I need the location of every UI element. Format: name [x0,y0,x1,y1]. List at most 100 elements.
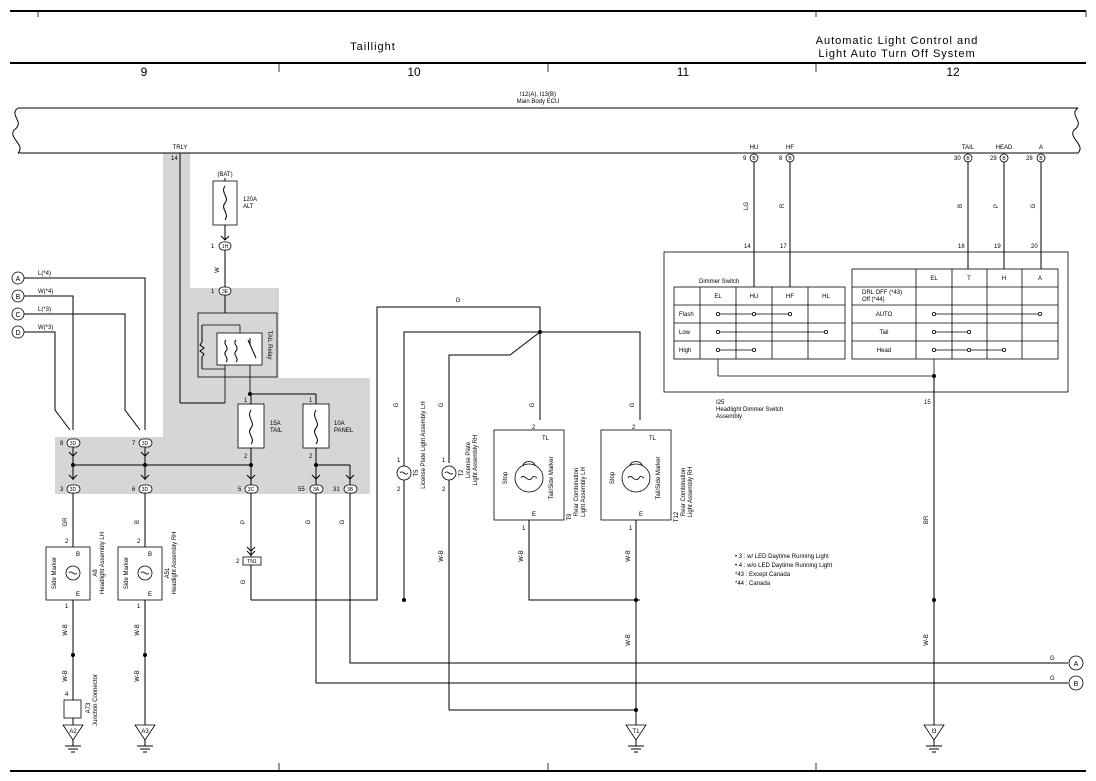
conn-3d-8: 3D [70,441,77,447]
a51-id: A51 [165,567,171,578]
note-2: • 4 : w/o LED Daytime Running Light [735,563,832,569]
dimmer-name-1: Headlight Dimmer Switch [716,407,783,413]
column-12: 12 [946,65,960,79]
t9-name-1: Rear Combination [574,468,580,516]
wire-w4: W(*4) [38,289,53,295]
t5-name: License Plate Light Assembly LH [421,401,427,488]
ground-t1: T1 [625,724,647,753]
t2-id: T2 [459,469,465,477]
pin-hu-conn: B [752,156,756,162]
ecu-terminal-trly: TRLY [173,145,188,151]
ecu-terminal-a: A [1039,145,1043,151]
trly-wire [179,153,225,404]
pin-3c-5: 5 [238,487,242,493]
offpage-b-left: B [16,294,21,301]
conn-3b-31: 3B [347,487,354,493]
section-title-taillight: Taillight [350,41,396,53]
a51-side-marker: Side Marker [124,557,130,589]
a51-e: E [148,592,152,598]
wire-g-rear-lh: G [530,402,536,407]
dimmer-switch-title: Dimmer Switch [699,279,739,285]
section-title-auto-light-1: Automatic Light Control and [816,35,979,47]
pin-hf-conn: B [788,156,792,162]
panel-fuse: 1 10A PANEL 2 [302,394,354,485]
pin-3b-31: 31 [333,487,340,493]
light-col-t: T [967,276,971,282]
a73-id: A73 [86,702,92,713]
pin-a-conn: B [1039,156,1043,162]
wire-wb-a51: W-B [135,624,141,636]
a73-pin-4: 4 [65,692,69,698]
t9-pin-1: 1 [522,526,526,532]
wire-gr: GR [63,517,69,527]
wire-b: B [958,204,964,208]
dimmer-pin-17: 17 [780,244,787,250]
wire-wb-t2: W-B [439,550,445,562]
t9-stop: Stop [503,471,509,484]
wire-p-tn1: P [241,520,247,524]
column-10: 10 [407,65,421,79]
pin-3d-7: 7 [132,441,136,447]
wire-l4: L(*4) [38,271,51,277]
wire-wb-a8b: W-B [63,670,69,682]
pin-tail-30: 30 [954,156,961,162]
dimmer-id: I25 [716,400,725,406]
dimmer-pin-18: 18 [958,244,965,250]
a51-pin-1: 1 [137,604,141,610]
column-9: 9 [141,65,148,79]
notes: • 3 : w/ LED Daytime Running Light • 4 :… [735,554,832,587]
bat-label: (BAT) [217,172,232,178]
ecu-name-2: Main Body ECU [517,99,560,105]
a51-b: B [148,552,152,558]
wire-wb-t9: W-B [519,550,525,562]
wire-lg: LG [744,202,750,210]
pin-head-conn: B [1002,156,1006,162]
wire-g-3b: G [340,519,346,524]
pin-hu-9: 9 [743,156,747,162]
junction-connector-a73: 4 A73 Junction Connector [63,674,99,726]
pin-3d-6: 6 [132,487,136,493]
wire-g-rear-rh: G [630,402,636,407]
t9-name-2: Light Assembly LH [581,467,587,517]
conn-3a-55: 3A [313,487,320,493]
t9-e: E [532,512,536,518]
panel-fuse-pin-1: 1 [309,398,313,404]
junction-block-shade [55,153,370,494]
tail-relay: TAIL Relay [197,295,278,403]
conn-1h: 1H [222,244,229,250]
pin-1h: 1 [211,244,215,250]
dimmer-col-hl: HL [822,294,830,300]
note-1: • 3 : w/ LED Daytime Running Light [735,554,829,560]
wire-g-tn1: G [241,579,247,584]
pin-hf-8: 8 [779,156,783,162]
note-4: *44 : Canada [735,581,771,587]
a8-pin-1: 1 [65,604,69,610]
tail-fuse-pin-1: 1 [244,398,248,404]
panel-fuse-pin-2: 2 [309,454,313,460]
conn-3e: 3E [222,289,229,295]
wire-w: W [215,267,221,273]
wire-w3: W(*3) [38,325,53,331]
offpage-a-right: A [1074,661,1079,668]
wire-g-3a: G [306,519,312,524]
dimmer-name-2: Assembly [716,414,742,420]
a8-side-marker: Side Marker [52,557,58,589]
wire-br: BR [924,515,930,524]
t9-pin-2: 2 [532,425,536,431]
wire-g-t2: G [439,402,445,407]
main-body-ecu: I12(A), I13(B) Main Body ECU TRLY HU HF … [12,92,1081,154]
ground-t1-label: T1 [632,729,640,735]
panel-fuse-name: PANEL [334,428,354,434]
a51-name: Headlight Assembly RH [172,531,178,594]
t12-name-1: Rear Combination [681,468,687,516]
a51-pin-2: 2 [137,539,141,545]
ecu-pins: 14 B 9 B 8 B 30 B 29 B 28 [171,153,1046,163]
conn-tn1: TN1 [247,559,257,565]
pin-a-28: 28 [1026,156,1033,162]
dimmer-row-flash: Flash [679,312,694,318]
rear-combination-rh: 2 TL E Stop Tail/Side Marker T12 Rear Co… [449,425,694,725]
alt-fuse: (BAT) 120A ALT 1H 1 W 3E 1 [211,172,257,296]
column-11: 11 [677,65,690,79]
dimmer-ground-wire: BR W-B [924,376,936,725]
wire-wb-i3: W-B [924,634,930,646]
